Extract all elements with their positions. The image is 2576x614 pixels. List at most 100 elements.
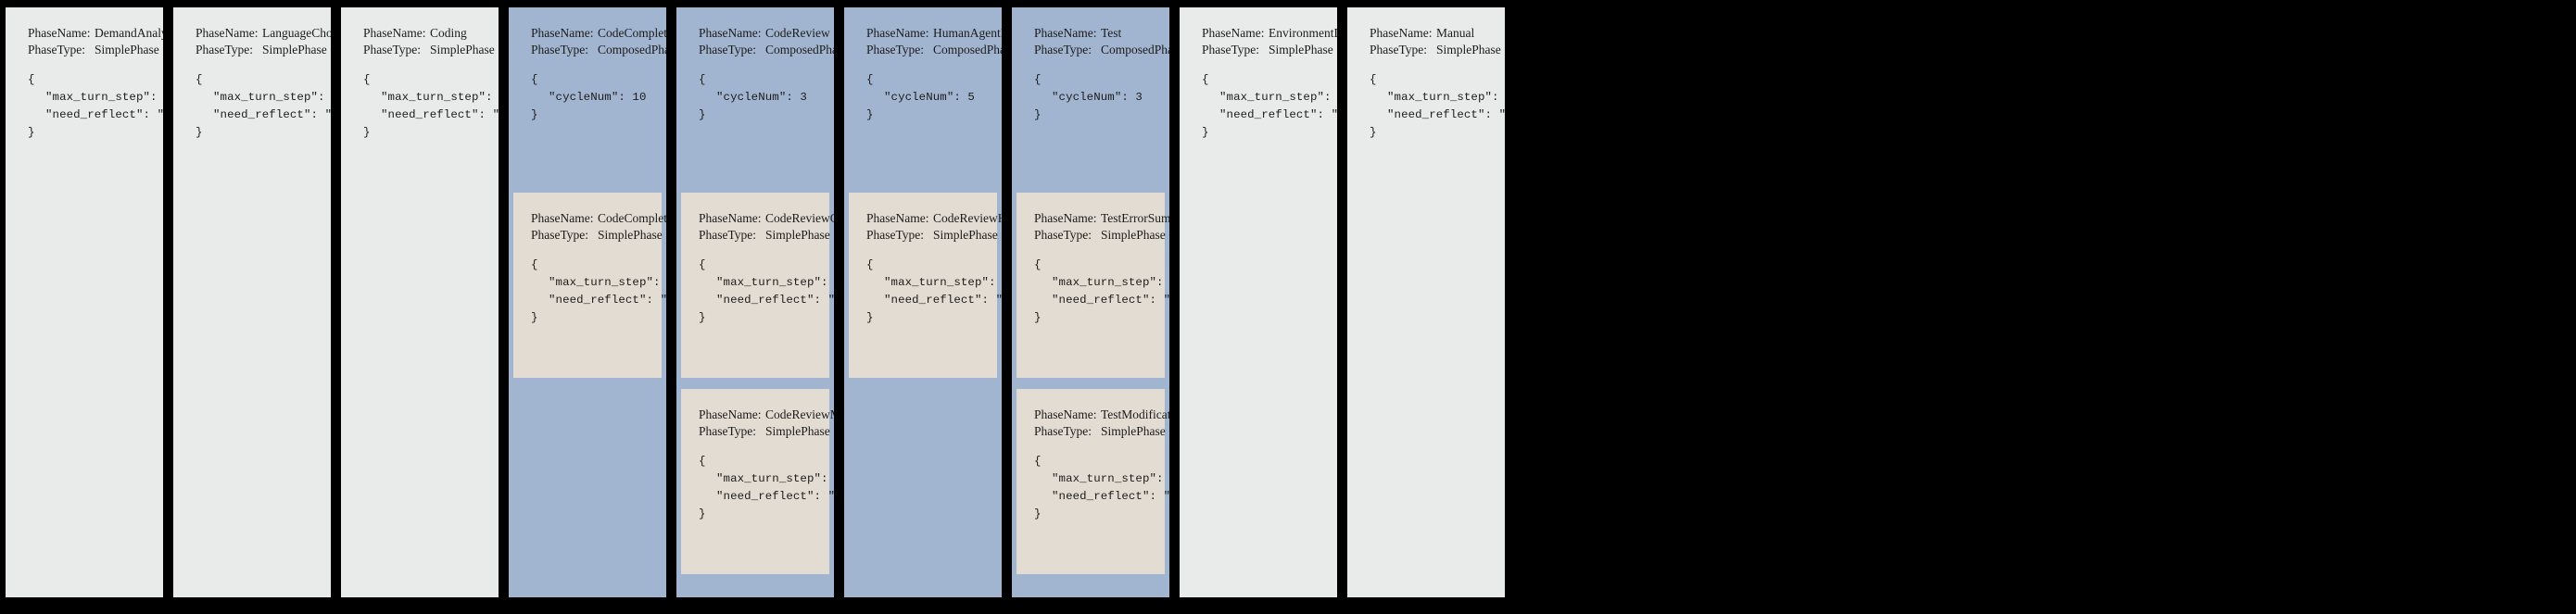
phase-card-environmentdoc[interactable]: PhaseName:EnvironmentDocPhaseType:Simple… — [1180, 7, 1337, 597]
phase-meta-row: PhaseName:CodeReviewComment — [699, 210, 834, 227]
phase-json-config: {"max_turn_step": 1,"need_reflect": "Tru… — [1202, 71, 1337, 141]
json-entry: "max_turn_step": -1, — [45, 90, 158, 104]
json-entry: "need_reflect": "False" — [1387, 107, 1505, 121]
sub-phase-block-testerrorsummary[interactable]: PhaseName:TestErrorSummaryPhaseType:Simp… — [1017, 193, 1169, 378]
phase-card-codecompleteall[interactable]: PhaseName: CodeCompleteAllPhaseType:Compo… — [509, 7, 666, 597]
json-open-brace: { — [28, 73, 35, 87]
phase-meta-row: PhaseType: SimplePhase — [1034, 423, 1166, 440]
phase-name-label: PhaseName: — [196, 26, 259, 40]
phase-meta-row: PhaseType:SimplePhase — [1370, 42, 1505, 58]
sub-phase-type-value: SimplePhase — [933, 227, 998, 242]
sub-phase-name-label: PhaseName: — [1034, 407, 1097, 421]
phase-type-label: PhaseType: — [1034, 42, 1092, 56]
sub-phase-name-value: CodeComplete — [598, 211, 666, 225]
sub-phase-block-testmodification[interactable]: PhaseName:TestModificationPhaseType:Simp… — [1017, 389, 1169, 574]
phase-meta-row: PhaseType:ComposedPhase — [531, 42, 666, 58]
phase-json-config: {"max_turn_step": 1,"need_reflect": "Fal… — [1034, 453, 1169, 522]
phase-type-value: ComposedPhase — [765, 42, 834, 56]
phase-card-languagechoose[interactable]: PhaseName:LanguageChoosePhaseType:Simple… — [173, 7, 331, 597]
json-close-brace: } — [699, 107, 706, 121]
phase-meta-row: PhaseName:CodeReview — [699, 25, 834, 42]
phase-card-demandanalysis[interactable]: PhaseName:DemandAnalysisPhaseType:Simple… — [6, 7, 163, 597]
phase-json-config: {"max_turn_step": 1,"need_reflect": "Fal… — [699, 453, 834, 522]
sub-phase-type-value: SimplePhase — [765, 423, 830, 438]
phase-type-label: PhaseType: — [531, 42, 589, 56]
sub-phase-block-codereviewmodification[interactable]: PhaseName:CodeReviewModificationPhaseTyp… — [681, 389, 834, 574]
json-entry: "max_turn_step": 1, — [381, 90, 493, 104]
phase-type-value: ComposedPhase — [1101, 42, 1169, 56]
composed-phase-cycle-area — [844, 378, 1002, 597]
phase-json-config: {"cycleNum": 3} — [699, 71, 834, 124]
json-entry: "cycleNum": 3 — [716, 90, 807, 104]
phase-name-label: PhaseName: — [699, 26, 762, 40]
sub-phase-type-value: SimplePhase — [1101, 423, 1166, 438]
json-open-brace: { — [1034, 455, 1042, 469]
phase-name-value: Test — [1101, 26, 1122, 40]
json-entry: "max_turn_step": 1, — [716, 275, 828, 289]
sub-phase-type-label: PhaseType: — [1034, 423, 1092, 438]
json-entry: "cycleNum": 10 — [549, 90, 647, 104]
sub-phase-type-label: PhaseType: — [866, 227, 925, 242]
json-entry: "need_reflect": "False" — [549, 293, 666, 307]
json-entry: "need_reflect": "False" — [381, 107, 499, 121]
phase-type-label: PhaseType: — [1202, 42, 1260, 56]
phase-json-config: {"cycleNum": 10} — [531, 71, 666, 124]
sub-phase-type-label: PhaseType: — [699, 423, 757, 438]
phase-meta-row: PhaseName: Test — [1034, 25, 1169, 42]
json-entry: "max_turn_step": 1, — [1219, 90, 1332, 104]
phase-name-label: PhaseName: — [363, 26, 426, 40]
phase-name-value: Manual — [1436, 26, 1475, 40]
json-entry: "max_turn_step": 1, — [1052, 275, 1164, 289]
phase-json-config: {"max_turn_step": -1,"need_reflect": "Tr… — [28, 71, 163, 141]
json-open-brace: { — [363, 73, 371, 87]
json-entry: "max_turn_step": -1, — [213, 90, 325, 104]
phase-type-value: SimplePhase — [95, 42, 159, 56]
phase-json-config: { "max_turn_step": 1, "need_reflect": "Fal… — [363, 71, 499, 141]
json-close-brace: } — [1034, 107, 1042, 121]
json-entry: "need_reflect": "False" — [716, 293, 834, 307]
phase-card-empty-area — [6, 150, 163, 597]
phase-header-block: PhaseName:EnvironmentDocPhaseType:Simple… — [1180, 7, 1337, 150]
json-entry: "max_turn_step": 1, — [884, 275, 996, 289]
json-open-brace: { — [196, 73, 203, 87]
json-entry: "need_reflect": "False" — [1052, 489, 1169, 503]
composed-phase-cycle-area — [509, 378, 666, 597]
phase-name-label: PhaseName: — [1034, 26, 1097, 40]
json-entry: "max_turn_step": 1, — [716, 471, 828, 485]
json-open-brace: { — [531, 73, 538, 87]
phase-name-value: CodeCompleteAll — [598, 26, 666, 40]
phase-type-value: SimplePhase — [262, 42, 327, 56]
phase-name-label: PhaseName: — [28, 26, 91, 40]
phase-meta-row: PhaseType:SimplePhase — [1202, 42, 1337, 58]
sub-phase-block-codereviewhuman[interactable]: PhaseName:CodeReviewHumanPhaseType:Simpl… — [849, 193, 1002, 378]
phase-json-config: {"cycleNum": 3} — [1034, 71, 1169, 124]
phase-meta-row: PhaseType:ComposedPhase — [699, 42, 834, 58]
sub-phase-type-label: PhaseType: — [1034, 227, 1092, 242]
phase-meta-row: PhaseType: SimplePhase — [699, 423, 830, 440]
phase-meta-row: PhaseType:SimplePhase — [1034, 227, 1166, 244]
sub-phase-block-codereviewcomment[interactable]: PhaseName:CodeReviewCommentPhaseType:Sim… — [681, 193, 834, 378]
json-open-brace: { — [866, 258, 874, 272]
phase-type-value: SimplePhase — [430, 42, 495, 56]
phase-json-config: {"max_turn_step": 1,"need_reflect": "Fal… — [1034, 257, 1169, 326]
phase-type-value: SimplePhase — [1436, 42, 1501, 56]
sub-phase-name-value: CodeReviewHuman — [933, 211, 1002, 225]
phase-name-value: LanguageChoose — [262, 26, 331, 40]
phase-meta-row: PhaseName:CodeComplete — [531, 210, 666, 227]
phase-meta-row: PhaseName:Manual — [1370, 25, 1505, 42]
json-entry: "max_turn_step": 1, — [549, 275, 661, 289]
phase-json-config: {"max_turn_step": 1,"need_reflect": "Fal… — [1370, 71, 1505, 141]
phase-header-block: PhaseName: CodeCompleteAllPhaseType:Compo… — [509, 7, 666, 193]
phase-name-label: PhaseName: — [531, 26, 594, 40]
phase-name-value: Coding — [430, 26, 467, 40]
phase-meta-row: PhaseType:SimplePhase — [363, 42, 499, 58]
phase-type-label: PhaseType: — [866, 42, 925, 56]
phase-card-humanagentinteraction[interactable]: PhaseName:HumanAgentInteractionPhaseType… — [844, 7, 1002, 597]
